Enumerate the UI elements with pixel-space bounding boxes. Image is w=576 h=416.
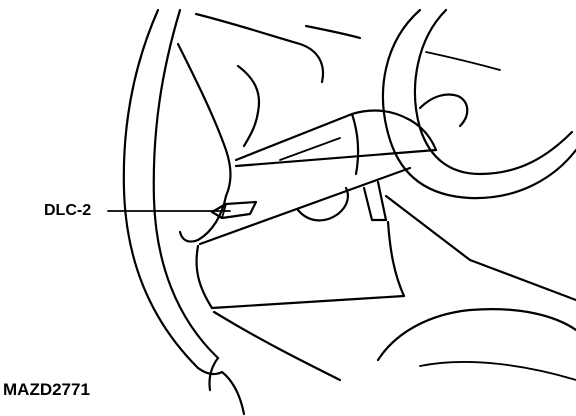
door-sill	[208, 356, 220, 392]
dash-shroud-ledge	[304, 24, 362, 40]
floor-line-4	[212, 310, 342, 382]
dlc2-connector	[210, 200, 258, 220]
kick-panel-curve	[178, 194, 228, 243]
dlc2-callout-label: DLC-2	[44, 202, 92, 219]
console-curve	[376, 308, 576, 362]
column-cover-front	[350, 112, 360, 176]
dash-shroud-curve	[236, 64, 261, 148]
steering-spoke	[425, 51, 501, 71]
floor-line-3	[210, 294, 406, 310]
bracket-left	[362, 180, 388, 222]
column-cover-edge	[350, 109, 438, 152]
lower-dash-line-2	[234, 148, 438, 168]
column-cover-top	[234, 112, 354, 162]
console-line	[419, 361, 576, 381]
steering-wheel-outer	[381, 8, 576, 200]
figure-code: MAZD2771	[3, 380, 90, 399]
a-pillar-inner-edge	[152, 8, 220, 360]
knee-bolster	[195, 244, 214, 310]
a-pillar-outer-edge	[122, 8, 200, 370]
floor-line-2	[386, 220, 406, 298]
column-cover-slot	[279, 137, 341, 161]
dash-shroud-top	[194, 12, 325, 84]
lower-pillar-foot	[196, 366, 246, 416]
dash-upper-panel	[176, 42, 232, 198]
steering-hub-curve	[418, 93, 469, 128]
floor-line-1	[384, 194, 576, 302]
steering-wheel-inner	[413, 8, 574, 176]
lower-dash-line-1	[198, 166, 412, 246]
hood-release-lever	[296, 186, 349, 222]
